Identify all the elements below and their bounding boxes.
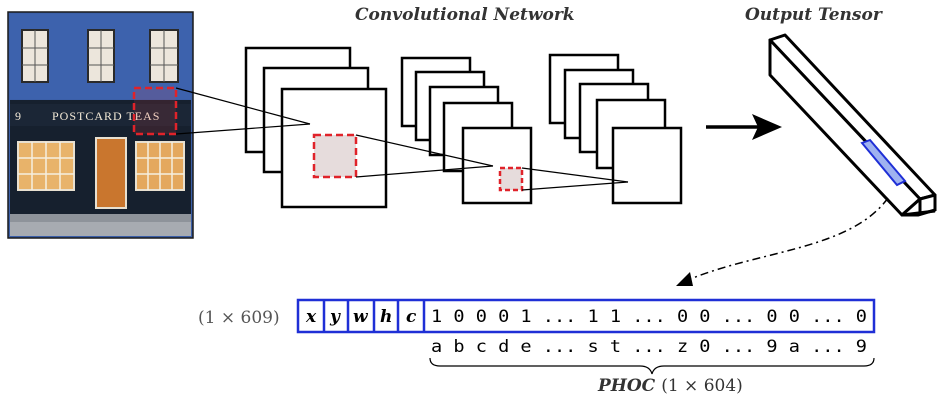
shop-sign-text: POSTCARD TEAS xyxy=(52,109,160,123)
phoc-dims: (1 × 604) xyxy=(661,376,743,396)
cell-w: w xyxy=(353,307,369,327)
conv-stack-3 xyxy=(548,53,683,205)
conv-stack-2 xyxy=(400,56,533,205)
cell-x: x xyxy=(305,307,317,327)
input-image: POSTCARD TEAS 9 xyxy=(7,11,194,239)
cell-h: h xyxy=(380,307,392,327)
phoc-brace xyxy=(429,357,875,375)
phoc-label-group: PHOC(1 × 604) xyxy=(597,376,743,396)
cell-c: c xyxy=(406,307,417,327)
phoc-bits: 1 0 0 0 1 ... 1 1 ... 0 0 ... 0 0 ... 0 xyxy=(431,307,867,327)
output-title: Output Tensor xyxy=(745,5,883,25)
cell-y: y xyxy=(329,307,341,327)
right-arrow-icon xyxy=(706,114,782,140)
vector-dims: (1 × 609) xyxy=(198,308,280,328)
curved-arrow-icon xyxy=(676,197,889,286)
output-vector: x y w h c 1 0 0 0 1 ... 1 1 ... 0 0 ... … xyxy=(296,298,876,334)
receptive-field-2 xyxy=(498,166,524,192)
phoc-label: PHOC xyxy=(597,376,656,396)
projection-lines xyxy=(175,87,629,191)
tensor-cell-highlight xyxy=(860,138,907,187)
crop-highlight xyxy=(132,86,178,136)
output-tensor xyxy=(768,33,937,217)
conv-stack-1 xyxy=(244,46,388,209)
door-number-text: 9 xyxy=(15,109,22,123)
building-windows-icon xyxy=(21,29,179,83)
phoc-char-labels: a b c d e ... s t ... z 0 ... 9 a ... 9 xyxy=(431,337,867,357)
receptive-field-1 xyxy=(312,133,358,179)
network-title: Convolutional Network xyxy=(355,5,575,25)
